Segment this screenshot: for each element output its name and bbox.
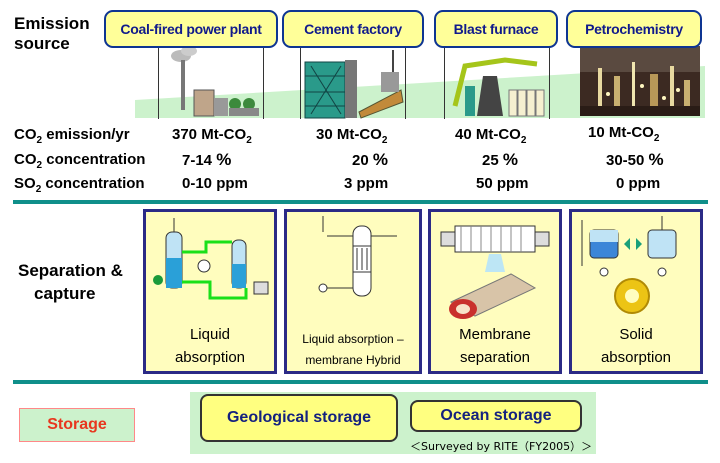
emission-furnace-text: 40 Mt-CO <box>455 126 521 143</box>
emission-value-petro: 10 Mt-CO2 <box>588 124 659 144</box>
conc-coal-pct: % <box>216 150 232 169</box>
panel-hybrid: Liquid absorption – membrane Hybrid <box>284 209 422 374</box>
concentration-value-cement: 20 % <box>352 150 388 170</box>
conc-furnace-text: 25 <box>482 152 499 169</box>
panel-membrane: Membrane separation <box>428 209 562 374</box>
blast-furnace-illustration <box>452 57 545 117</box>
separation-capture-label: Separation & capture <box>18 259 123 305</box>
ground-band <box>135 66 705 118</box>
row-emission-pre: CO <box>14 126 37 143</box>
method1-line1: Liquid <box>189 326 231 343</box>
panel-liquid-absorption-label: Liquid absorption <box>146 323 274 369</box>
conc-cement-pct: % <box>372 150 388 169</box>
method4-line2: absorption <box>600 349 672 366</box>
geological-storage-box: Geological storage <box>200 394 398 442</box>
tab-blast-furnace: Blast furnace <box>434 10 558 48</box>
method1-line2: absorption <box>174 349 246 366</box>
conc-cement-text: 20 <box>352 152 369 169</box>
so2-value-furnace: 50 ppm <box>476 175 529 192</box>
row-so2-pre: SO <box>14 175 36 192</box>
emission-coal-text: 370 Mt-CO <box>172 126 247 143</box>
method3-line2: separation <box>459 349 531 366</box>
panel-solid-absorption-label: Solid absorption <box>572 323 700 369</box>
emission-furnace-sub: 2 <box>520 135 527 146</box>
emission-cement-sub: 2 <box>381 135 388 146</box>
row-conc-pre: CO <box>14 151 37 168</box>
tab-cement-factory: Cement factory <box>282 10 424 48</box>
tab-coal-fired-power-plant: Coal-fired power plant <box>104 10 278 48</box>
tab-petrochemistry: Petrochemistry <box>566 10 702 48</box>
furnace-frame <box>444 46 550 119</box>
divider-bottom <box>13 380 708 384</box>
row-conc-post: concentration <box>42 151 146 168</box>
so2-value-cement: 3 ppm <box>344 175 389 192</box>
row-emission-post: emission/yr <box>42 126 130 143</box>
row-emission-sub: 2 <box>36 135 43 146</box>
coal-plant-illustration <box>171 46 259 117</box>
emission-value-cement: 30 Mt-CO2 <box>316 126 387 146</box>
concentration-value-furnace: 25 % <box>482 150 518 170</box>
row-label-emission: CO2 emission/yr <box>14 126 130 146</box>
divider-top <box>13 200 708 204</box>
method2-line1: Liquid absorption – <box>302 332 404 346</box>
conc-petro-pct: % <box>648 150 664 169</box>
panel-hybrid-label: Liquid absorption – membrane Hybrid <box>287 329 419 371</box>
ocean-storage-box: Ocean storage <box>410 400 582 432</box>
panel-liquid-absorption: Liquid absorption <box>143 209 277 374</box>
cement-frame <box>300 46 406 119</box>
separation-line1: Separation & <box>18 261 123 280</box>
row-so2-post: concentration <box>41 175 145 192</box>
membrane-diagram <box>440 225 550 319</box>
emission-petro-text: 10 Mt-CO <box>588 124 654 141</box>
emission-source-label: Emission source <box>14 14 90 54</box>
storage-label: Storage <box>19 408 135 442</box>
panel-membrane-label: Membrane separation <box>431 323 559 369</box>
emission-coal-sub: 2 <box>246 135 252 146</box>
concentration-value-petro: 30-50 % <box>606 150 664 170</box>
emission-label-line1: Emission <box>14 14 90 33</box>
conc-coal-text: 7-14 <box>182 152 213 169</box>
row-label-concentration: CO2 concentration <box>14 151 145 171</box>
panel-solid-absorption: Solid absorption <box>569 209 703 374</box>
emission-label-line2: source <box>14 34 70 53</box>
concentration-value-coal: 7-14 % <box>182 150 231 170</box>
emission-value-coal: 370 Mt-CO2 <box>172 126 252 146</box>
liquid-absorption-diagram <box>153 218 269 300</box>
separation-line2: capture <box>34 284 96 303</box>
petrochemistry-photo <box>580 46 700 116</box>
coal-plant-frame <box>158 46 264 119</box>
row-label-so2: SO2 concentration <box>14 175 145 195</box>
solid-absorption-diagram <box>581 216 677 314</box>
row-conc-sub: 2 <box>36 160 43 171</box>
conc-furnace-pct: % <box>502 150 518 169</box>
cement-factory-illustration <box>304 50 404 119</box>
survey-footnote: ＜Surveyed by RITE（FY2005）＞ <box>410 440 593 453</box>
method2-line2: membrane Hybrid <box>305 353 401 367</box>
method3-line1: Membrane <box>459 326 531 343</box>
so2-value-coal: 0-10 ppm <box>182 175 248 192</box>
emission-value-furnace: 40 Mt-CO2 <box>455 126 526 146</box>
row-so2-sub: 2 <box>35 184 42 195</box>
emission-cement-text: 30 Mt-CO <box>316 126 382 143</box>
method4-line1: Solid <box>619 326 653 343</box>
so2-value-petro: 0 ppm <box>616 175 661 192</box>
hybrid-diagram <box>318 216 397 297</box>
emission-petro-sub: 2 <box>653 133 660 144</box>
conc-petro-text: 30-50 <box>606 152 645 169</box>
